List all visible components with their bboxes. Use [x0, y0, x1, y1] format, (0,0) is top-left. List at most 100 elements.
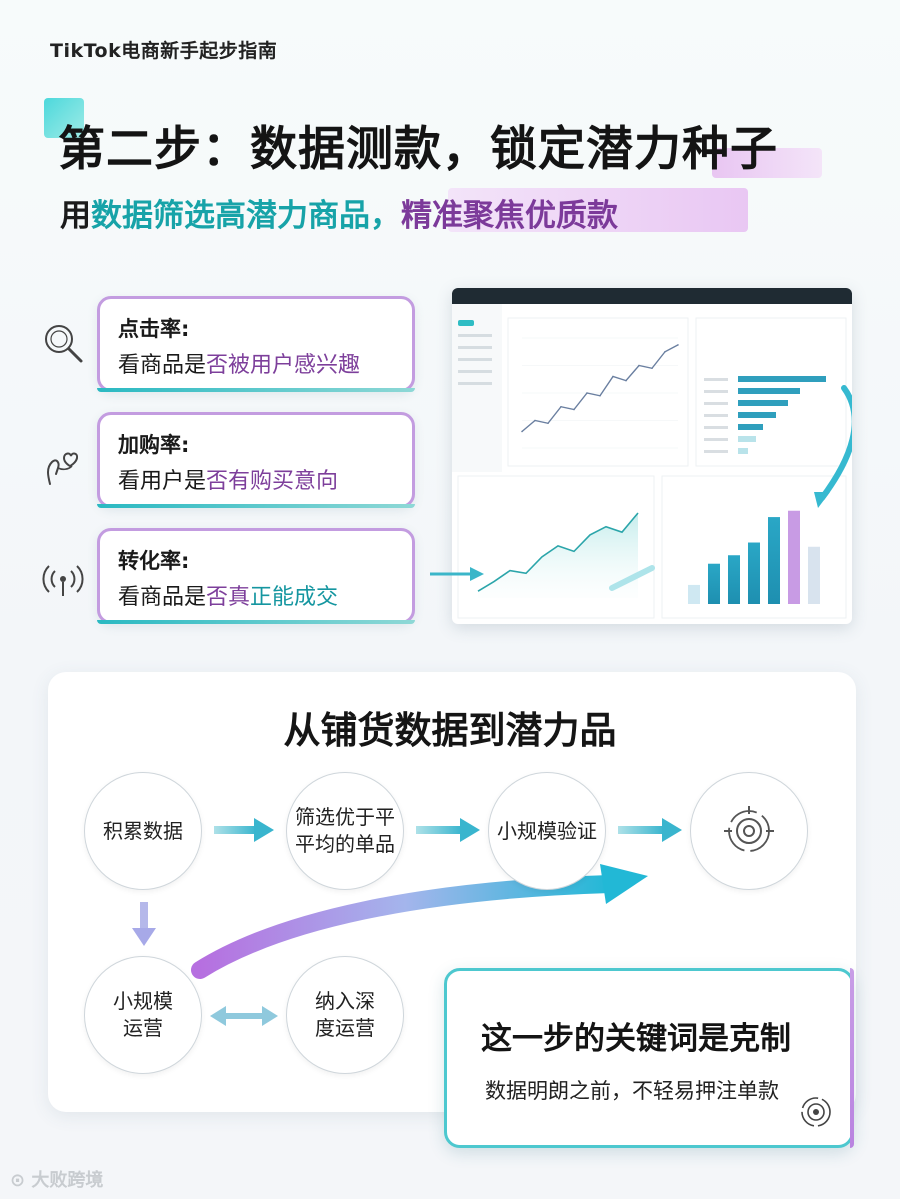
- step-label: 积累数据: [103, 818, 183, 843]
- ranking-bar: [738, 436, 756, 442]
- line-chart-point: [599, 394, 601, 397]
- arrow-3: [618, 818, 682, 842]
- ranking-bar: [738, 376, 826, 382]
- bar-chart-bar: [728, 555, 740, 604]
- step-label-line-2: 度运营: [315, 1016, 375, 1040]
- metric-desc-b: 否真: [206, 585, 251, 610]
- subtitle-part-1: 用: [60, 198, 91, 234]
- hand-heart-icon: [47, 452, 79, 485]
- title-accent-bar: [44, 98, 84, 138]
- line-chart-point: [664, 350, 666, 353]
- bar-chart-bar: [768, 517, 780, 604]
- line-chart-point: [521, 430, 523, 433]
- arrow-bidirectional: [210, 1006, 278, 1026]
- line-chart-point: [651, 367, 653, 370]
- dashboard-arrow-small: [609, 565, 655, 591]
- dashboard-arrow-head: [814, 492, 830, 508]
- step-label: 小规模运营: [113, 988, 173, 1042]
- metric-name: 转化率:: [118, 549, 190, 573]
- conversion-arrow: [430, 567, 484, 581]
- dashboard-canvas: [452, 304, 852, 619]
- bar-chart-bar: [708, 563, 720, 604]
- metric-desc-c: 用户感兴趣: [250, 353, 361, 378]
- metric-desc: 看商品是否被用户感兴趣: [118, 347, 360, 379]
- metric-desc-a: 看商品是: [118, 353, 207, 378]
- step-label-line-1: 纳入深: [315, 989, 375, 1013]
- metric-desc-b: 否被: [206, 353, 251, 378]
- line-chart: [521, 337, 679, 449]
- line-chart-point: [534, 419, 536, 422]
- line-chart-point: [573, 408, 575, 411]
- arrow-down: [132, 902, 156, 946]
- flow-title: 从铺货数据到潜力品: [283, 709, 617, 752]
- watermark-icon: ⊙: [10, 1170, 32, 1191]
- arrow-2: [416, 818, 480, 842]
- metric-card-add-to-cart-rate: 加购率: 看用户是否有购买意向: [97, 412, 415, 508]
- spiral-target-icon: [801, 1097, 831, 1127]
- bar-chart-bar: [688, 584, 700, 604]
- big-curve-arrow: [191, 864, 648, 979]
- line-chart-point: [560, 405, 562, 408]
- metric-desc-a: 看用户是: [118, 469, 207, 494]
- dashboard-sidebar-active: [458, 320, 474, 326]
- ranking-label: [704, 450, 728, 453]
- subtitle-part-3: 精准聚焦优质款: [401, 198, 618, 234]
- line-chart-panel: [507, 317, 689, 467]
- subtitle-part-2: 数据筛选高潜力商品，: [91, 198, 401, 234]
- ranking-label: [704, 390, 728, 393]
- ranking-label: [704, 402, 728, 405]
- watermark-text: 大败跨境: [31, 1170, 104, 1191]
- line-chart-point: [612, 375, 614, 378]
- metric-card-click-rate: 点击率: 看商品是否被用户感兴趣: [97, 296, 415, 392]
- magnifier-icon: [45, 325, 83, 363]
- signal-icon: [42, 565, 84, 596]
- page-subtitle: 用数据筛选高潜力商品，精准聚焦优质款: [60, 190, 618, 235]
- line-chart-point: [677, 344, 679, 346]
- line-chart-point: [586, 392, 588, 394]
- page-title: 第二步：数据测款，锁定潜力种子: [58, 122, 778, 177]
- brand-title: TikTok电商新手起步指南: [50, 40, 278, 62]
- ranking-label: [704, 438, 728, 441]
- ranking-bar: [738, 448, 748, 454]
- target-icon: [724, 806, 774, 852]
- arrow-1: [214, 818, 274, 842]
- step-small-verify: 小规模验证: [488, 772, 606, 890]
- line-chart-point: [625, 379, 627, 382]
- metric-desc-b: 否有: [206, 469, 251, 494]
- metric-desc: 看商品是否真正能成交: [118, 579, 338, 611]
- key-title: 这一步的关键词是克制: [481, 1021, 791, 1057]
- area-chart-series: [477, 512, 639, 592]
- ranking-bar: [738, 412, 776, 418]
- step-label-line-1: 小规模: [113, 989, 173, 1013]
- metric-desc-c: 正能成交: [250, 585, 339, 610]
- metric-card-conversion-rate: 转化率: 看商品是否真正能成交: [97, 528, 415, 624]
- step-target: [690, 772, 808, 890]
- title-highlight: [712, 148, 822, 178]
- metric-desc-c: 购买意向: [250, 469, 339, 494]
- area-chart-fill: [478, 512, 638, 598]
- area-chart: [477, 512, 639, 598]
- metric-desc: 看用户是否有购买意向: [118, 463, 338, 495]
- step-label: 小规模验证: [497, 818, 597, 843]
- ranking-bar: [738, 400, 788, 406]
- ranking-label: [704, 414, 728, 417]
- key-takeaway-card: 这一步的关键词是克制 数据明朗之前，不轻易押注单款: [444, 968, 854, 1148]
- ranking-bar-chart: [704, 376, 826, 454]
- step-label: 纳入深度运营: [315, 988, 375, 1042]
- line-chart-point: [547, 422, 549, 425]
- bar-chart: [688, 510, 820, 604]
- ranking-label: [704, 426, 728, 429]
- ranking-bar: [738, 388, 800, 394]
- metric-name: 加购率:: [118, 433, 190, 457]
- watermark: ⊙ 大败跨境: [10, 1166, 103, 1192]
- dashboard-arrow-curve: [819, 385, 852, 501]
- bar-chart-bar: [788, 510, 800, 604]
- ranking-label: [704, 378, 728, 381]
- step-accumulate-data: 积累数据: [84, 772, 202, 890]
- step-label-line-1: 筛选优于平: [295, 805, 395, 829]
- dashboard-sidebar: [452, 304, 502, 472]
- step-filter-products: 筛选优于平平均的单品: [286, 772, 404, 890]
- step-deep-operation: 纳入深度运营: [286, 956, 404, 1074]
- metric-desc-a: 看商品是: [118, 585, 207, 610]
- dashboard-topbar: [452, 288, 852, 304]
